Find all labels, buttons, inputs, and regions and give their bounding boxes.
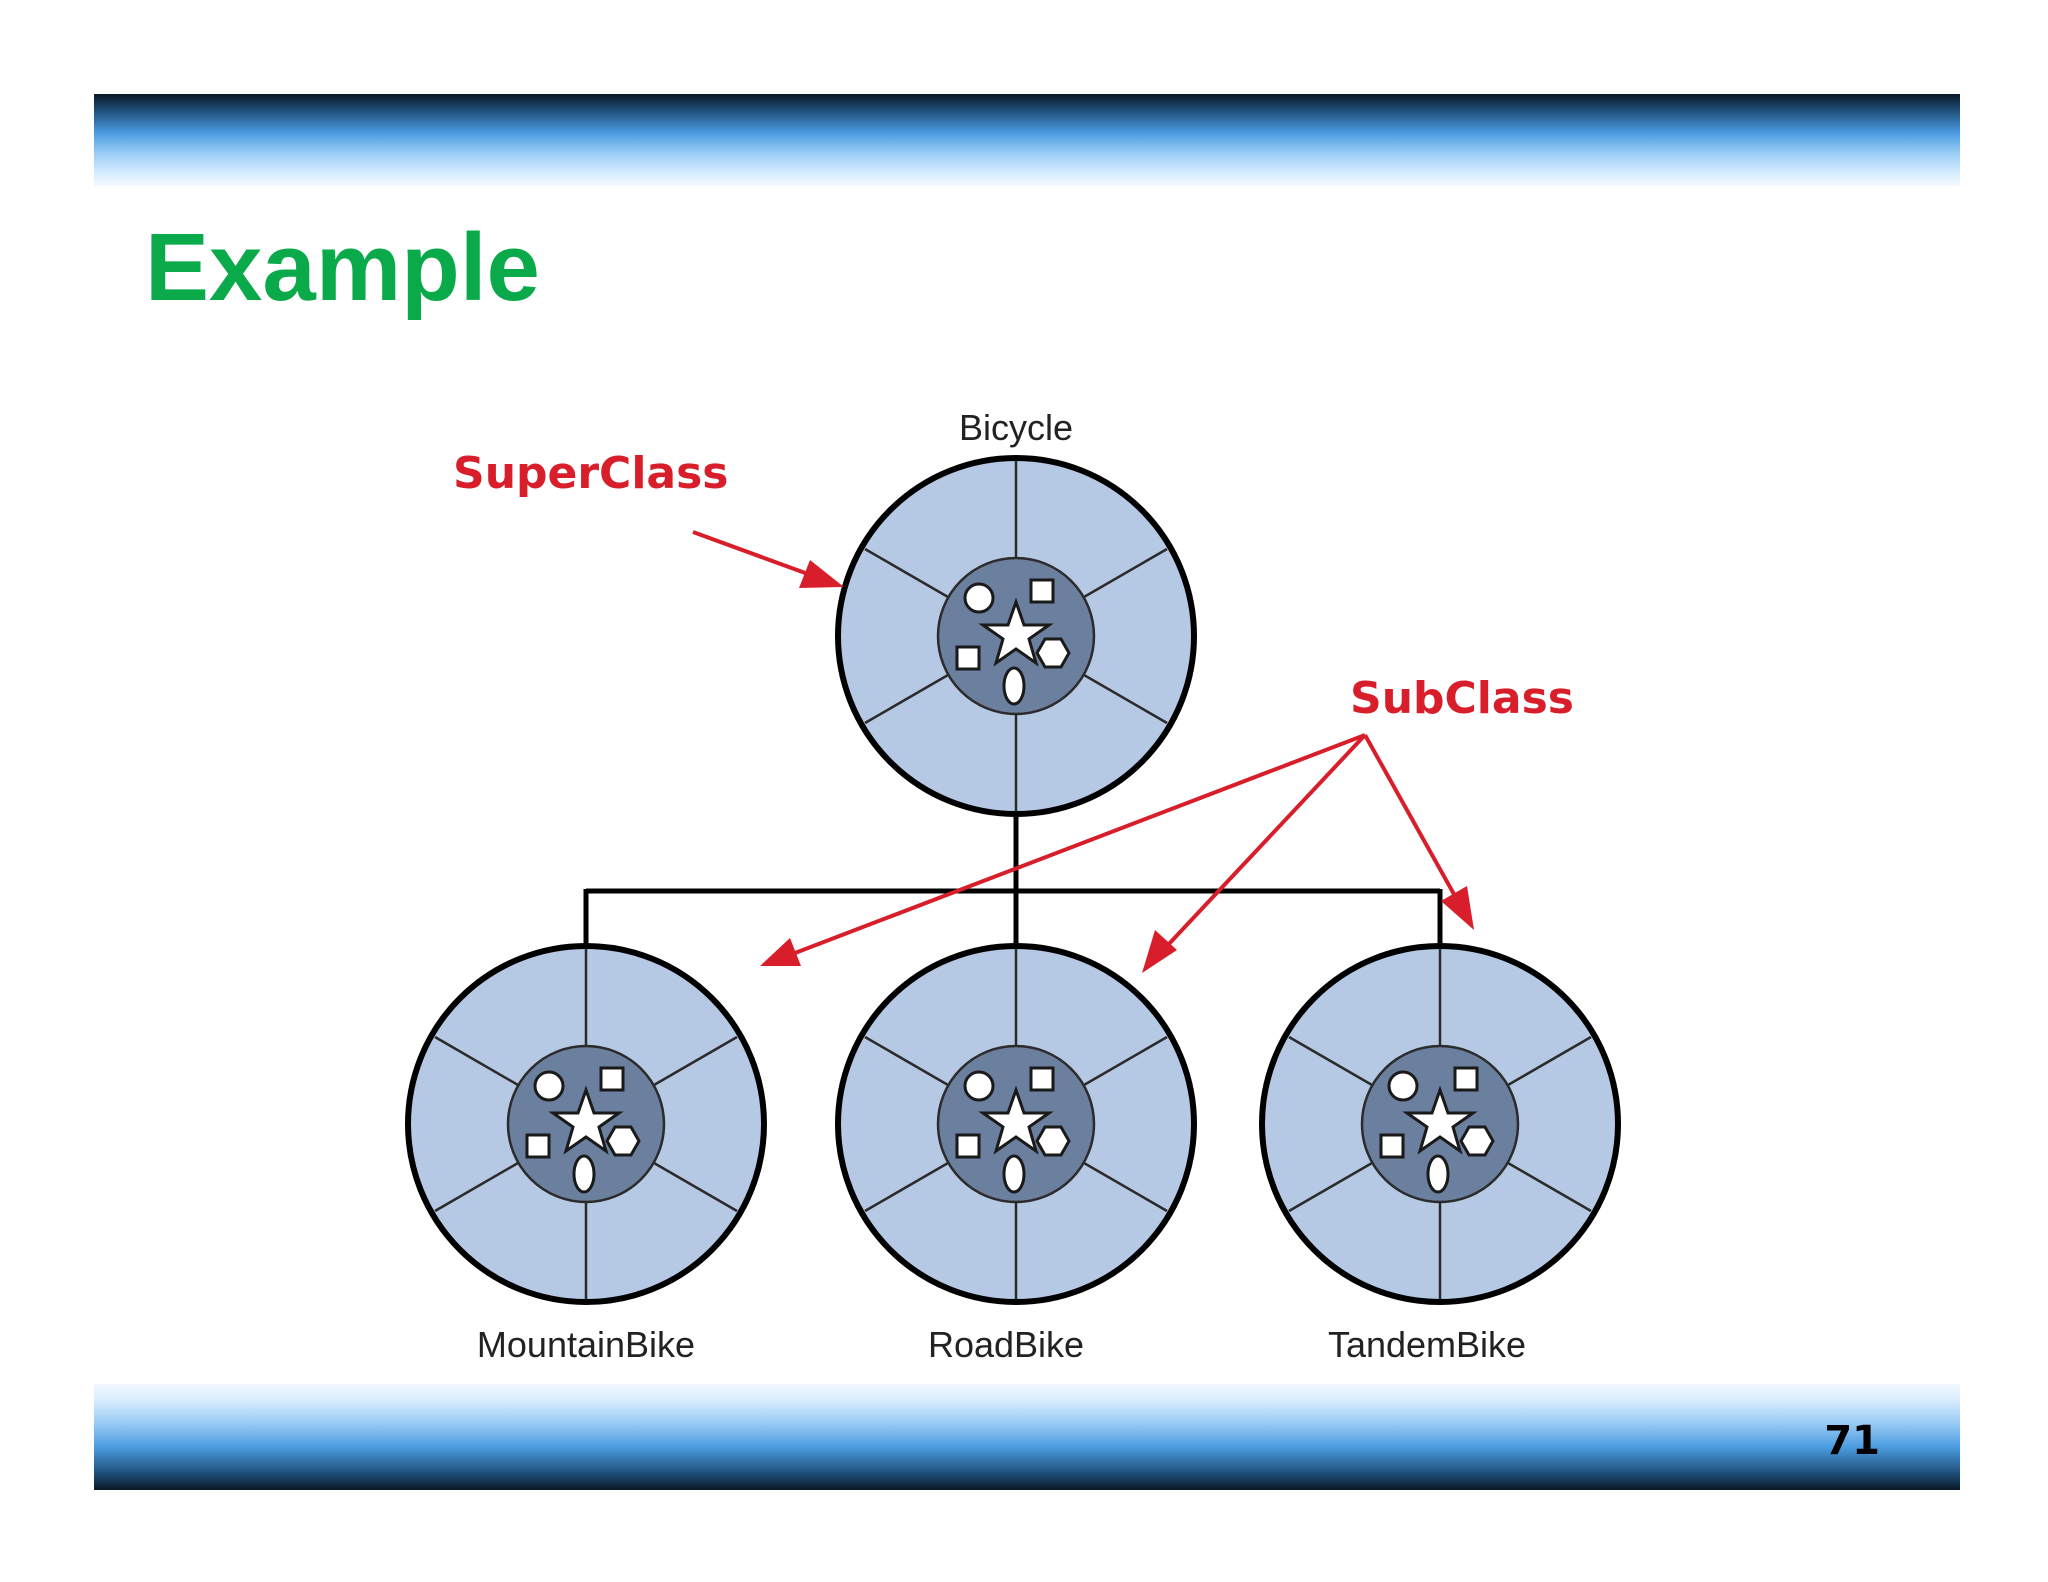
page-number: 71 xyxy=(1824,1418,1880,1464)
subclass-annotation: SubClass xyxy=(760,673,1574,973)
superclass-label: Bicycle xyxy=(959,407,1073,448)
subclass-arrow-tandembike xyxy=(1363,734,1474,930)
subclass-arrow-roadbike xyxy=(1142,733,1367,973)
footer-band xyxy=(94,1384,1960,1490)
subclass-label: MountainBike xyxy=(477,1324,695,1365)
superclass-arrow xyxy=(692,530,844,588)
superclass-annotation-label: SuperClass xyxy=(453,448,729,499)
subclass-node-roadbike: RoadBike xyxy=(838,946,1194,1365)
subclass-annotation-label: SubClass xyxy=(1350,673,1574,724)
hierarchy-connectors xyxy=(583,812,1443,945)
wheel-icon xyxy=(408,946,764,1302)
wheel-icon xyxy=(838,458,1194,814)
superclass-annotation: SuperClass xyxy=(453,448,844,588)
superclass-node: Bicycle xyxy=(838,407,1194,814)
subclass-node-mountainbike: MountainBike xyxy=(408,946,764,1365)
subclass-arrow-mountainbike xyxy=(760,733,1366,966)
wheel-icon xyxy=(838,946,1194,1302)
header-band xyxy=(94,94,1960,186)
subclass-label: RoadBike xyxy=(928,1324,1084,1365)
slide-title: Example xyxy=(145,214,540,321)
subclass-node-tandembike: TandemBike xyxy=(1262,946,1618,1365)
subclass-label: TandemBike xyxy=(1328,1324,1526,1365)
wheel-icon xyxy=(1262,946,1618,1302)
